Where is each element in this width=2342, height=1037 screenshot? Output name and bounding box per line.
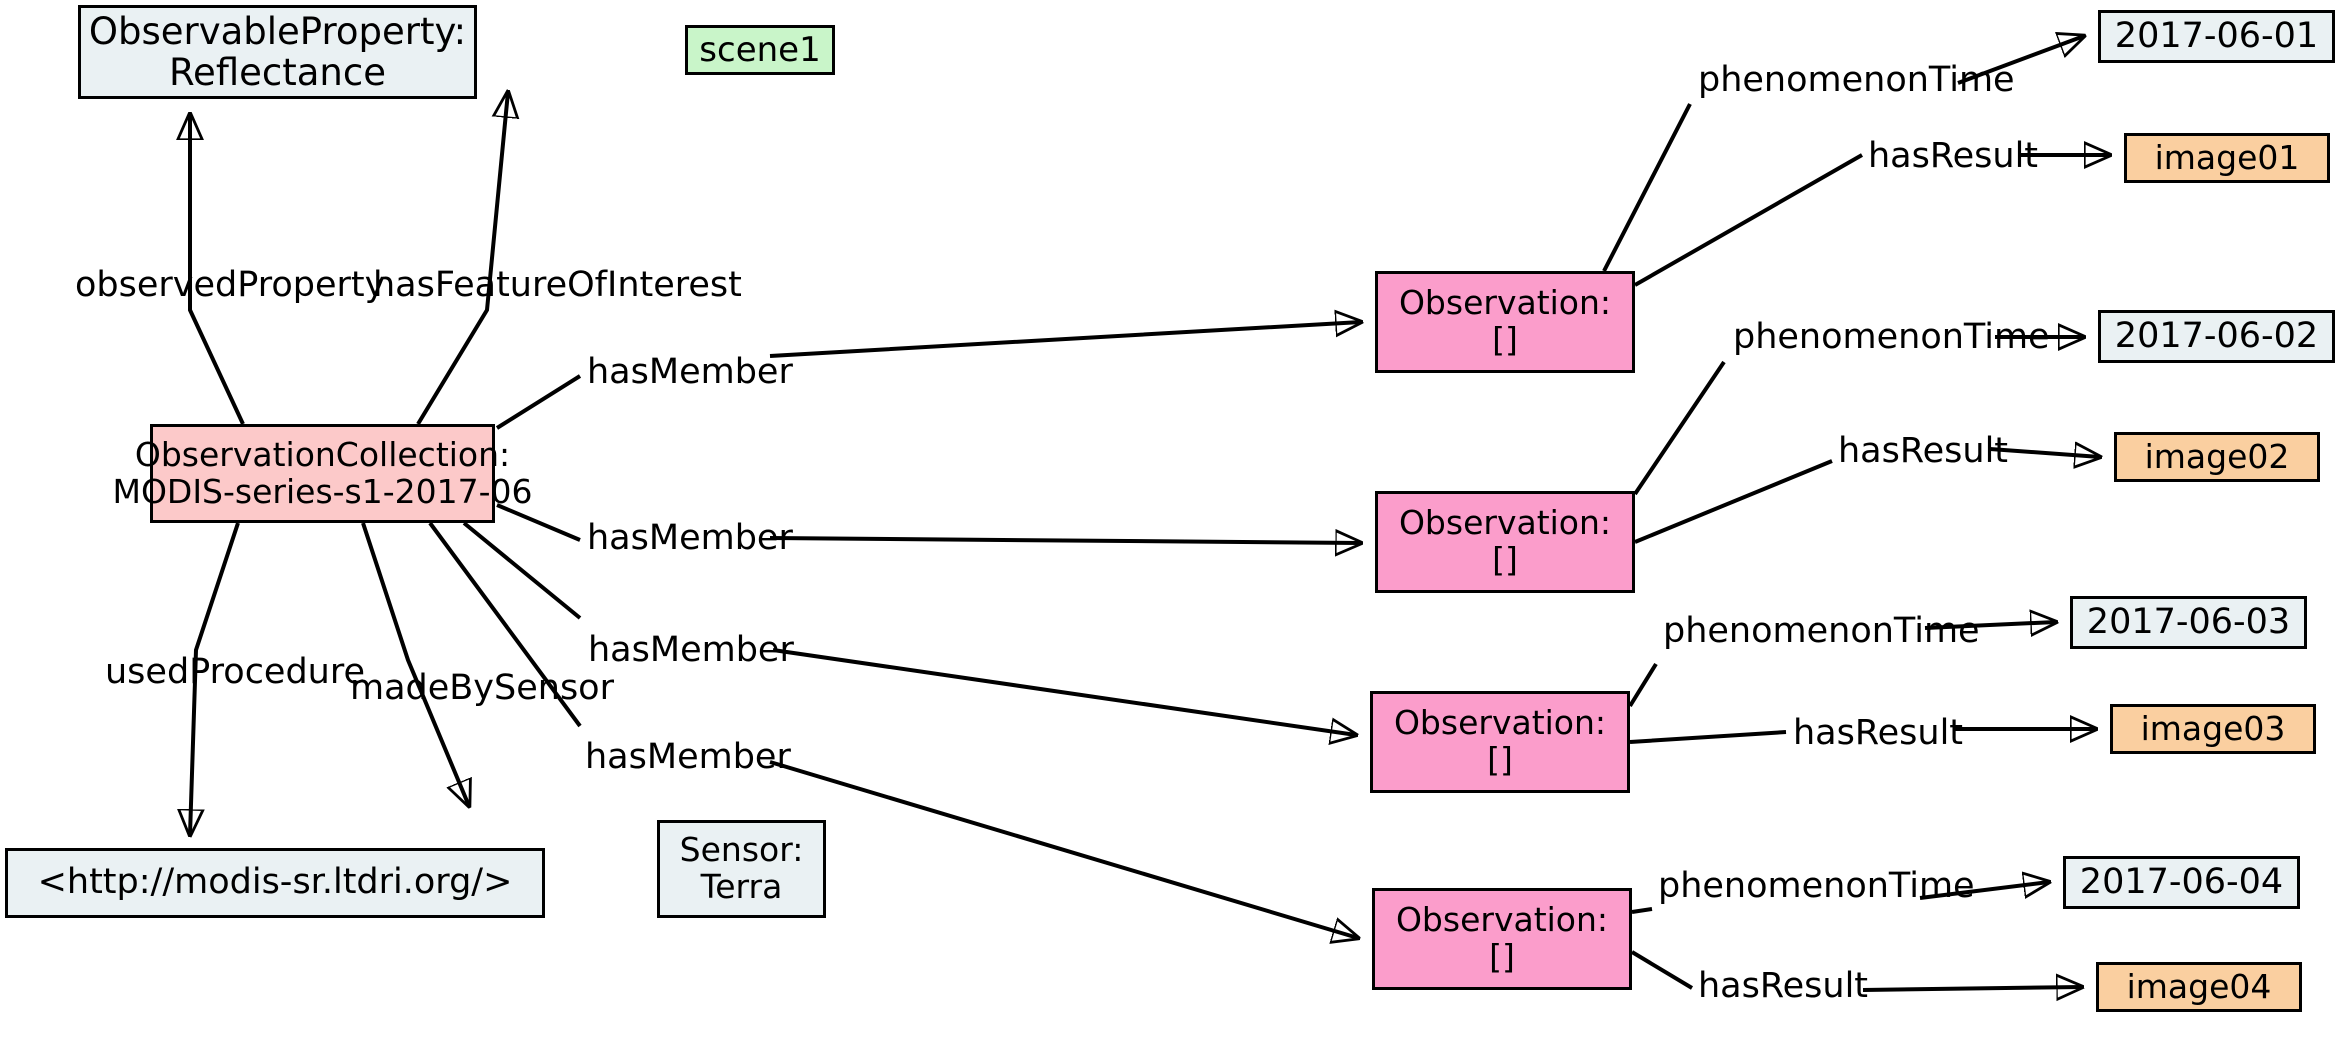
edge-label-hasmember-1: hasMember <box>587 352 793 392</box>
node-line-1: Observation: <box>1398 503 1612 543</box>
node-observation-4[interactable]: Observation: [] <box>1372 888 1632 990</box>
node-line-2: Reflectance <box>169 51 386 94</box>
node-line-2: [] <box>1487 740 1513 779</box>
node-observation-3[interactable]: Observation: [] <box>1370 691 1630 793</box>
edge-label-phenomenontime-4: phenomenonTime <box>1658 866 1975 906</box>
node-line-1: 2017-06-01 <box>2114 15 2319 56</box>
edge-label-hasresult-4: hasResult <box>1698 966 1869 1006</box>
node-image-4[interactable]: image04 <box>2096 962 2302 1012</box>
node-line-1: <http://modis-sr.ltdri.org/> <box>37 862 513 903</box>
edge-hasfeatureofinterest <box>416 92 508 426</box>
node-observation-1[interactable]: Observation: [] <box>1375 271 1635 373</box>
edge-label-hasmember-2: hasMember <box>587 518 793 558</box>
node-procedure-uri[interactable]: <http://modis-sr.ltdri.org/> <box>5 848 545 918</box>
node-image-1[interactable]: image01 <box>2124 133 2330 183</box>
edge-label-hasmember-3: hasMember <box>588 630 794 670</box>
node-line-1: 2017-06-03 <box>2086 601 2291 642</box>
node-line-2: Terra <box>700 867 783 906</box>
edge-label-hasresult-2: hasResult <box>1838 431 2009 471</box>
node-line-2: [] <box>1492 320 1518 359</box>
node-date-1[interactable]: 2017-06-01 <box>2098 10 2335 63</box>
node-sensor-terra[interactable]: Sensor: Terra <box>657 820 826 918</box>
edge-madebysensor <box>361 522 469 806</box>
edge-label-hasfeatureofinterest: hasFeatureOfInterest <box>373 265 742 305</box>
node-line-1: ObservableProperty: <box>88 9 467 53</box>
node-line-1: Observation: <box>1395 900 1609 940</box>
edge-label-hasmember-4: hasMember <box>585 737 791 777</box>
edge-label-phenomenontime-2: phenomenonTime <box>1733 317 2050 357</box>
node-line-2: [] <box>1489 937 1515 976</box>
node-line-1: ObservationCollection: <box>134 434 511 474</box>
node-image-3[interactable]: image03 <box>2110 704 2316 754</box>
node-line-1: 2017-06-02 <box>2114 315 2319 356</box>
node-date-4[interactable]: 2017-06-04 <box>2063 856 2300 909</box>
node-line-1: image01 <box>2154 137 2300 177</box>
edge-label-usedprocedure: usedProcedure <box>105 652 366 692</box>
node-observation-collection[interactable]: ObservationCollection: MODIS-series-s1-2… <box>112 424 533 523</box>
node-line-1: 2017-06-04 <box>2079 861 2284 902</box>
edge-label-phenomenontime-1: phenomenonTime <box>1698 60 2015 100</box>
edge-label-hasresult-3: hasResult <box>1793 713 1964 753</box>
node-scene1[interactable]: scene1 <box>685 25 835 75</box>
node-observation-2[interactable]: Observation: [] <box>1375 491 1635 593</box>
node-observable-property[interactable]: ObservableProperty: Reflectance <box>78 5 477 99</box>
node-line-1: Observation: <box>1398 283 1612 323</box>
node-image-2[interactable]: image02 <box>2114 432 2320 482</box>
edge-label-hasresult-1: hasResult <box>1868 136 2039 176</box>
edge-hasmember-4 <box>428 521 1358 938</box>
node-line-1: scene1 <box>699 29 821 70</box>
edge-label-observedproperty: observedProperty <box>75 265 386 305</box>
node-line-1: Observation: <box>1393 703 1607 743</box>
node-line-1: image04 <box>2126 966 2272 1006</box>
edge-label-phenomenontime-3: phenomenonTime <box>1663 611 1980 651</box>
node-date-3[interactable]: 2017-06-03 <box>2070 596 2307 649</box>
node-line-1: image03 <box>2140 708 2286 748</box>
node-line-1: Sensor: <box>679 830 804 870</box>
node-line-1: image02 <box>2144 436 2290 476</box>
edge-label-madebysensor: madeBySensor <box>350 668 614 708</box>
node-line-2: [] <box>1492 540 1518 579</box>
node-date-2[interactable]: 2017-06-02 <box>2098 310 2335 363</box>
node-line-2: MODIS-series-s1-2017-06 <box>112 471 533 511</box>
